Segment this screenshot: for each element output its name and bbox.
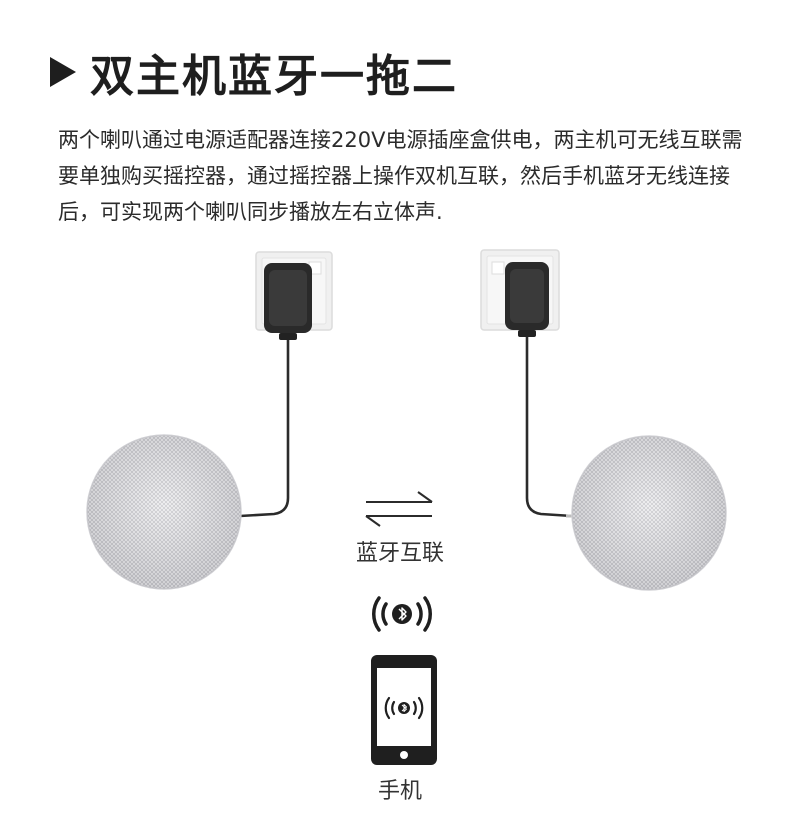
triangle-marker-icon <box>50 57 76 87</box>
bluetooth-signal-icon <box>372 596 432 632</box>
bluetooth-link-label: 蓝牙互联 <box>355 541 444 566</box>
phone-label: 手机 <box>377 779 422 804</box>
page-title: 双主机蓝牙一拖二 <box>90 51 458 102</box>
section-heading: 双主机蓝牙一拖二 <box>50 40 458 104</box>
swap-arrows-icon <box>365 491 433 527</box>
description-text: 两个喇叭通过电源适配器连接220V电源插座盒供电，两主机可无线互联需要单独购买摇… <box>58 128 743 224</box>
smartphone-icon <box>371 655 437 765</box>
left-power-adapter <box>264 263 312 340</box>
right-power-adapter <box>505 262 549 337</box>
right-power-cable <box>525 337 573 518</box>
right-speaker <box>571 435 727 591</box>
left-speaker <box>86 434 242 590</box>
left-power-cable <box>239 340 290 518</box>
